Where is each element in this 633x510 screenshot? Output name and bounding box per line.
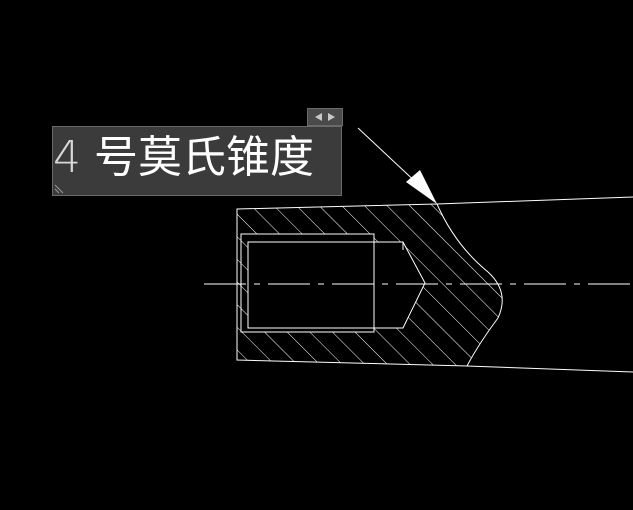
thread-bore-inner <box>247 241 375 329</box>
mtext-editor[interactable]: 4 号莫氏锥度 <box>52 126 342 196</box>
taper-top-line <box>436 196 633 205</box>
taper-bottom-line <box>466 365 633 373</box>
leader-line <box>357 127 421 187</box>
resize-grip-icon[interactable] <box>54 184 64 194</box>
left-right-arrows-icon <box>315 113 335 121</box>
width-handle[interactable] <box>307 108 343 126</box>
hatched-section <box>237 204 503 366</box>
mtext-number[interactable]: 4 <box>53 132 81 183</box>
mtext-content[interactable]: 4 号莫氏锥度 <box>53 129 314 187</box>
part-outline <box>236 203 503 367</box>
mtext-label[interactable]: 号莫氏锥度 <box>94 132 314 183</box>
leader-arrowhead <box>406 170 437 204</box>
bore-cone <box>373 241 426 329</box>
